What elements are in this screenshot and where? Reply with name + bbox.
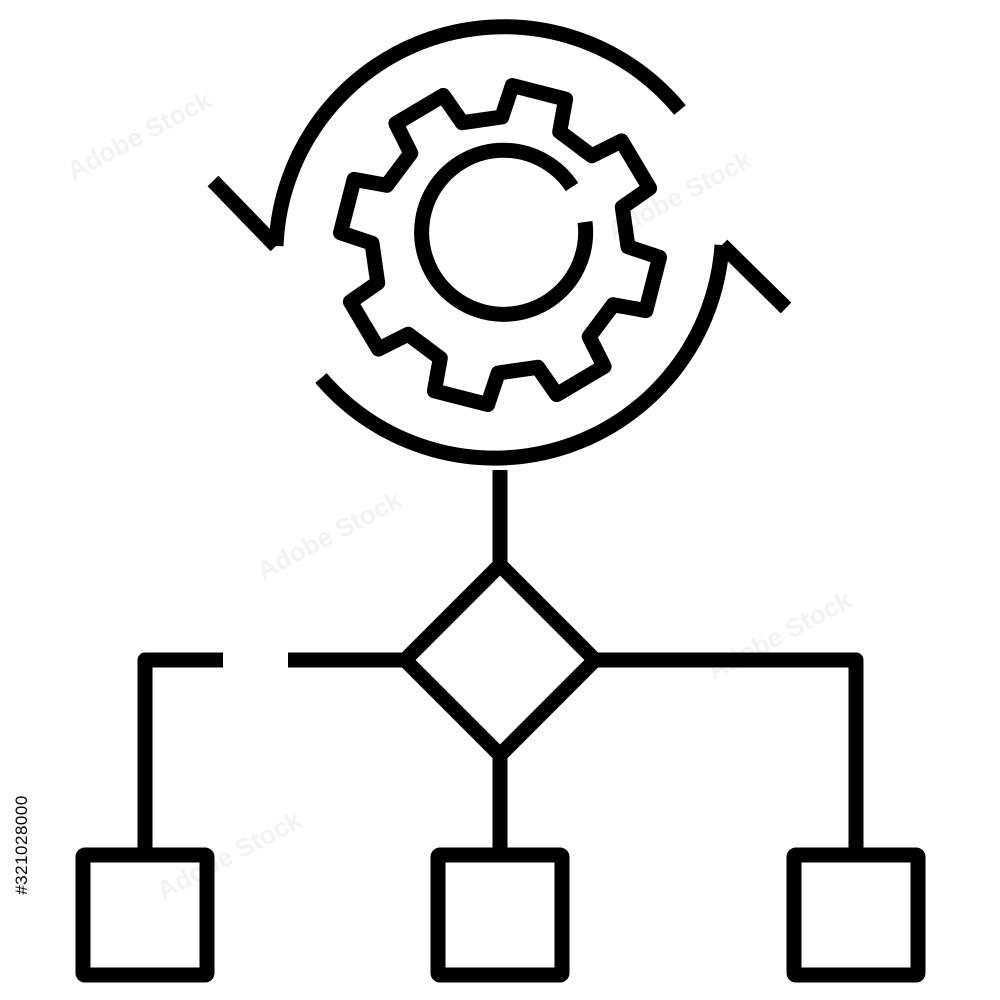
upper-arrow-head bbox=[207, 175, 282, 252]
lower-rotation-arrow bbox=[315, 244, 730, 466]
process-box-icon bbox=[430, 847, 570, 983]
process-box-icon bbox=[786, 847, 926, 983]
left-branch-elbow bbox=[137, 652, 223, 855]
stock-id-text: #321028000 bbox=[12, 794, 32, 895]
upper-rotation-arrow bbox=[268, 19, 686, 247]
process-box-icon bbox=[75, 847, 215, 983]
decision-diamond-icon bbox=[397, 557, 603, 763]
gear-inner-ring bbox=[414, 142, 594, 322]
gear-icon bbox=[333, 78, 667, 412]
stock-id-label: #321028000 bbox=[10, 762, 34, 927]
lower-arrow-head bbox=[716, 239, 792, 314]
output-boxes bbox=[75, 847, 926, 983]
gear-outline bbox=[333, 78, 667, 412]
branch-lines bbox=[137, 652, 864, 855]
circular-arrows-icon bbox=[207, 19, 792, 466]
right-branch-elbow bbox=[595, 652, 864, 855]
